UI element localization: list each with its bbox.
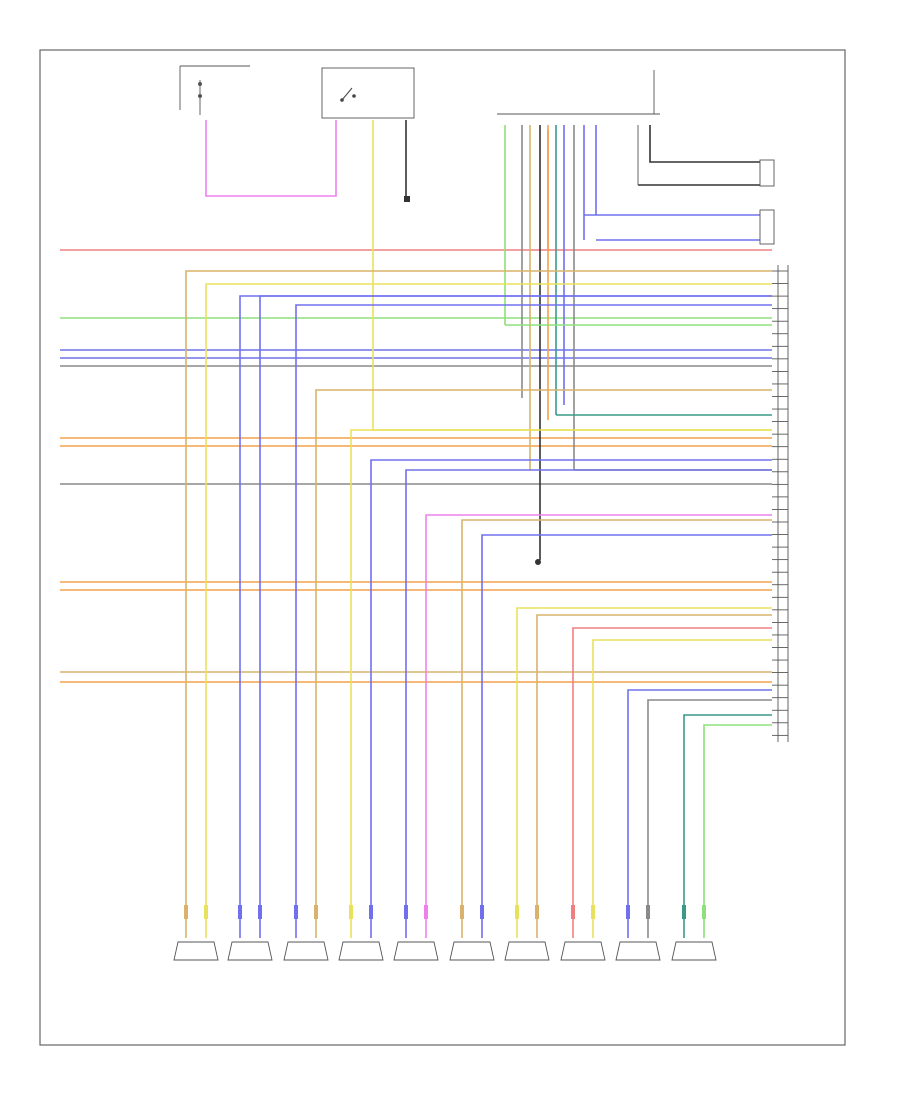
speakers-layer xyxy=(173,270,772,961)
speaker-body xyxy=(338,941,384,961)
speaker-wire xyxy=(425,514,772,938)
speaker-terminal xyxy=(682,905,686,919)
speaker-body xyxy=(393,941,439,961)
speaker-body xyxy=(671,941,717,961)
speaker-wire xyxy=(592,639,772,938)
speaker-terminal xyxy=(646,905,650,919)
speaker-wire xyxy=(627,689,772,938)
ground-symbol xyxy=(404,196,410,202)
speaker-wire xyxy=(315,389,772,938)
right-tweeter xyxy=(759,209,775,245)
power-source-box xyxy=(179,65,250,115)
power-relay xyxy=(321,67,415,119)
speaker-terminal xyxy=(204,905,208,919)
speaker-wire xyxy=(295,304,772,938)
speaker-terminal xyxy=(480,905,484,919)
tweeter-black-1 xyxy=(649,125,760,163)
speaker-terminal xyxy=(535,905,539,919)
speaker-wire xyxy=(481,534,772,938)
speaker-body xyxy=(173,941,219,961)
speaker-wire xyxy=(259,295,772,938)
left-tweeter xyxy=(759,159,775,187)
speaker-terminal xyxy=(349,905,353,919)
speaker-terminal xyxy=(571,905,575,919)
speaker-wire xyxy=(185,270,772,938)
speaker-wire xyxy=(239,295,772,938)
speaker-wire xyxy=(370,459,772,938)
top-connector xyxy=(497,70,660,185)
relay-yellow-wire xyxy=(372,120,772,431)
speaker-body xyxy=(560,941,606,961)
speaker-body xyxy=(449,941,495,961)
speaker-terminal xyxy=(515,905,519,919)
speaker-terminal xyxy=(258,905,262,919)
speaker-wire xyxy=(647,699,772,938)
speaker-wire xyxy=(536,614,772,938)
speaker-body xyxy=(615,941,661,961)
speaker-terminal xyxy=(238,905,242,919)
speaker-wire xyxy=(572,627,772,938)
speaker-wire xyxy=(703,724,772,938)
speaker-wire xyxy=(350,429,772,938)
wires-layer xyxy=(60,120,788,736)
speaker-terminal xyxy=(369,905,373,919)
diagram-frame xyxy=(39,49,846,1046)
speaker-body xyxy=(283,941,329,961)
speaker-wire xyxy=(205,283,772,938)
speaker-terminal xyxy=(314,905,318,919)
speaker-body xyxy=(504,941,550,961)
components-layer xyxy=(179,65,789,742)
speaker-body xyxy=(227,941,273,961)
speaker-terminal xyxy=(184,905,188,919)
speaker-terminal xyxy=(626,905,630,919)
speaker-terminal xyxy=(460,905,464,919)
speaker-terminal xyxy=(404,905,408,919)
speaker-terminal xyxy=(702,905,706,919)
speaker-wire xyxy=(516,607,772,938)
splice-point xyxy=(535,559,541,565)
pink-power-wire xyxy=(205,120,337,197)
speaker-terminal xyxy=(294,905,298,919)
speaker-wire xyxy=(405,469,772,938)
speaker-wire xyxy=(683,714,772,938)
amplifier-connector xyxy=(777,265,789,742)
speaker-wire xyxy=(461,519,772,938)
speaker-terminal xyxy=(424,905,428,919)
speaker-terminal xyxy=(591,905,595,919)
